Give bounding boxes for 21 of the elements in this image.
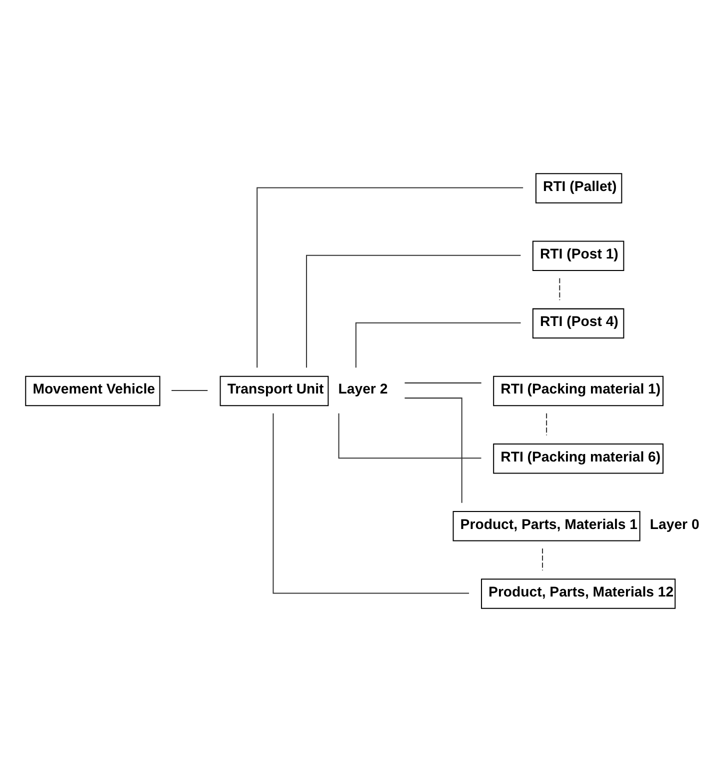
connector [171, 390, 208, 391]
node-label: Layer 0 [649, 516, 699, 532]
connector [546, 413, 547, 436]
node-box: RTI (Packing material 1) [492, 376, 664, 406]
connector [404, 382, 481, 384]
node-box: Product, Parts, Materials 12 [480, 578, 676, 609]
connector [338, 413, 481, 459]
connector [558, 278, 560, 300]
node-box: RTI (Post 1) [532, 240, 624, 271]
node-box: RTI (Packing material 6) [492, 443, 664, 474]
connector [354, 322, 520, 368]
node-box: Transport Unit [219, 376, 328, 406]
connector [306, 254, 520, 368]
connector [272, 413, 469, 594]
connector [404, 398, 462, 503]
node-box: RTI (Pallet) [534, 173, 622, 204]
node-label: Layer 2 [338, 380, 388, 397]
connector [256, 187, 523, 368]
node-box: Product, Parts, Materials 1 [452, 511, 640, 542]
node-box: RTI (Post 4) [532, 308, 624, 339]
node-box: Movement Vehicle [24, 376, 160, 406]
